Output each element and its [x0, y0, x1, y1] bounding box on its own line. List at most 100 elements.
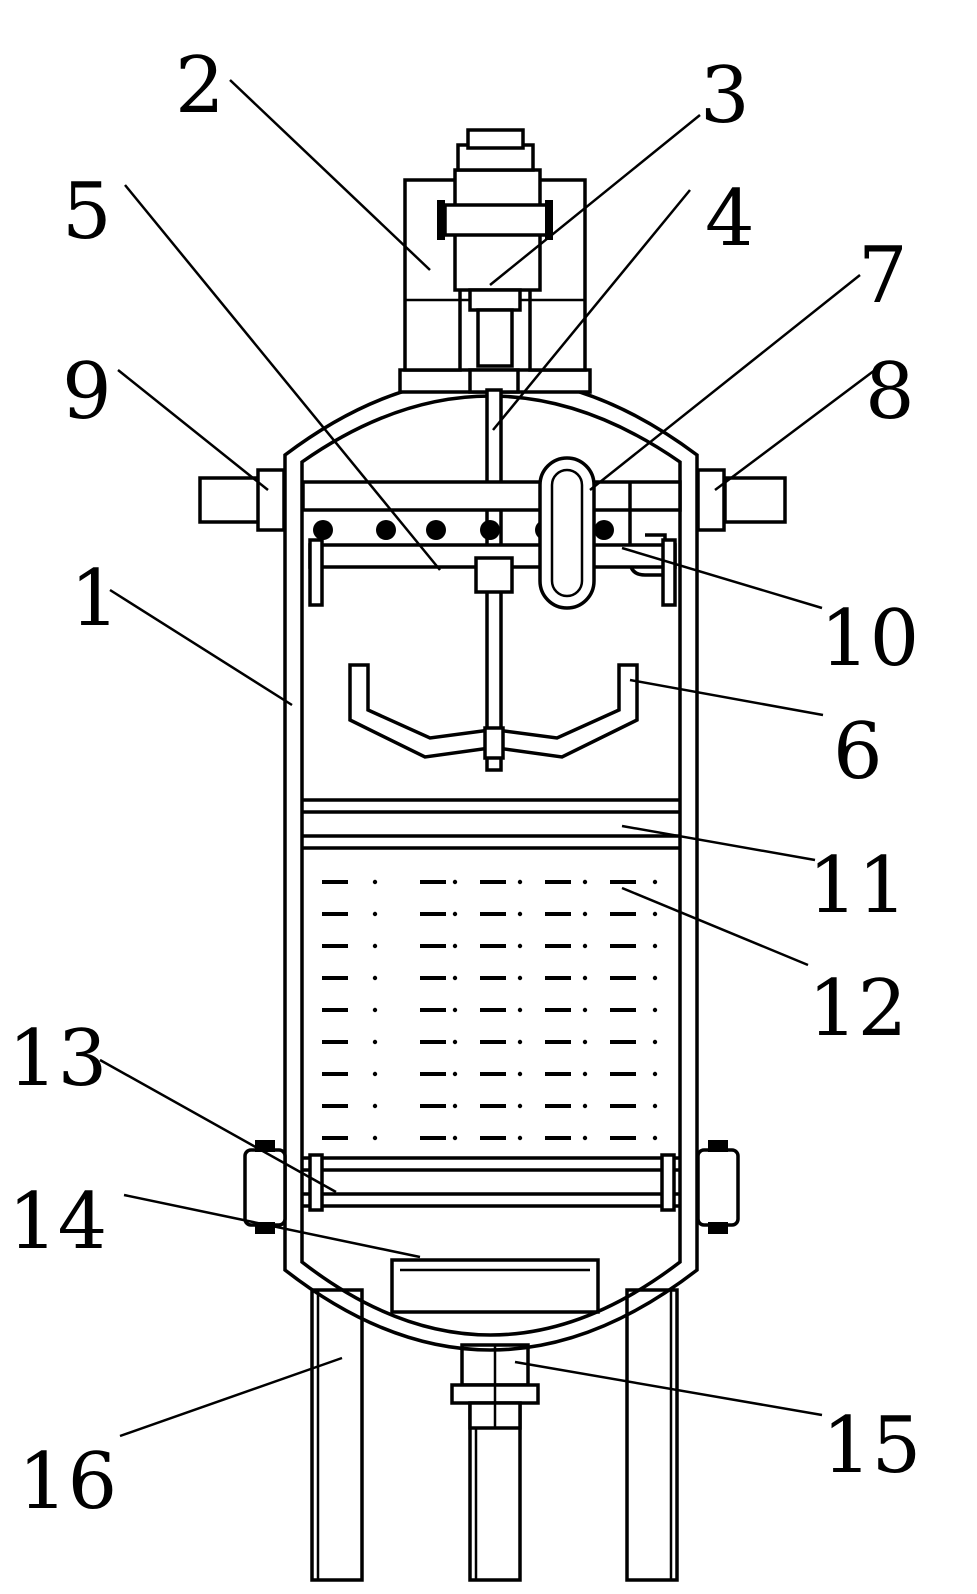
- media-dot: [372, 1071, 378, 1077]
- media-dot: [517, 1103, 523, 1109]
- media-dash: [480, 944, 506, 948]
- label-16: 16: [18, 1437, 117, 1527]
- media-dash: [420, 1136, 446, 1140]
- label-6: 6: [833, 707, 883, 797]
- media-dot: [372, 911, 378, 917]
- media-dot: [652, 1007, 658, 1013]
- discharge-valve: [450, 1343, 540, 1430]
- label-1: 1: [70, 554, 120, 644]
- media-dash: [480, 1072, 506, 1076]
- media-dash: [545, 912, 571, 916]
- label-4: 4: [705, 174, 755, 264]
- media-dot: [652, 1071, 658, 1077]
- media-dot: [452, 1103, 458, 1109]
- media-dash: [610, 1136, 636, 1140]
- media-dash: [322, 1104, 348, 1108]
- right-inlet-pipe: [696, 468, 787, 532]
- upper-filter-plate: [302, 798, 680, 850]
- label-9: 9: [62, 347, 112, 437]
- label-2: 2: [175, 41, 225, 131]
- media-dot: [452, 1039, 458, 1045]
- media-dot: [652, 879, 658, 885]
- media-dot: [517, 879, 523, 885]
- media-dot: [652, 1039, 658, 1045]
- leader-lines: [99, 79, 876, 1438]
- media-dash: [420, 1008, 446, 1012]
- media-dot: [372, 1007, 378, 1013]
- label-11: 11: [808, 841, 907, 931]
- media-dot: [582, 1135, 588, 1141]
- media-dot: [517, 975, 523, 981]
- media-dash: [545, 1072, 571, 1076]
- media-dot: [517, 1135, 523, 1141]
- label-14: 14: [8, 1177, 107, 1267]
- lower-filter-plate: [302, 1153, 680, 1212]
- media-dash: [610, 976, 636, 980]
- media-dot: [582, 911, 588, 917]
- media-dash: [322, 1072, 348, 1076]
- media-dash: [610, 1072, 636, 1076]
- media-dash: [610, 880, 636, 884]
- level-gauge: [538, 456, 596, 610]
- media-dash: [322, 912, 348, 916]
- left-clamp: [243, 1140, 287, 1234]
- media-dot: [517, 1039, 523, 1045]
- media-dash: [610, 944, 636, 948]
- media-dash: [480, 1040, 506, 1044]
- label-7: 7: [858, 231, 908, 321]
- media-dot: [372, 1039, 378, 1045]
- media-dot: [452, 1007, 458, 1013]
- media-dot: [372, 879, 378, 885]
- media-dash: [545, 1008, 571, 1012]
- label-12: 12: [808, 964, 907, 1054]
- media-dot: [517, 943, 523, 949]
- media-dash: [480, 976, 506, 980]
- media-dot: [452, 943, 458, 949]
- media-dot: [652, 943, 658, 949]
- number-labels: 1 2 3 4 5 6 7 8 9 10 11 12 13 14 15 16: [8, 41, 921, 1527]
- media-dash: [610, 1008, 636, 1012]
- media-dot: [652, 1103, 658, 1109]
- label-15: 15: [822, 1401, 921, 1491]
- right-clamp: [696, 1140, 740, 1234]
- media-dot: [372, 975, 378, 981]
- media-dash: [420, 1104, 446, 1108]
- label-10: 10: [820, 594, 919, 684]
- media-dash: [420, 976, 446, 980]
- media-dash: [322, 880, 348, 884]
- media-dash: [322, 1040, 348, 1044]
- stirring-paddle: [348, 663, 639, 760]
- media-dot: [372, 1103, 378, 1109]
- media-dot: [582, 1071, 588, 1077]
- media-dot: [652, 911, 658, 917]
- media-dash: [322, 944, 348, 948]
- media-dash: [610, 1040, 636, 1044]
- media-dash: [420, 1040, 446, 1044]
- media-dot: [372, 943, 378, 949]
- media-dot: [452, 975, 458, 981]
- media-dot: [582, 975, 588, 981]
- label-8: 8: [865, 347, 915, 437]
- media-dash: [545, 1104, 571, 1108]
- collection-tray: [390, 1258, 600, 1314]
- media-dash: [420, 1072, 446, 1076]
- label-13: 13: [8, 1014, 107, 1104]
- media-dot: [452, 911, 458, 917]
- media-dash: [610, 1104, 636, 1108]
- left-inlet-pipe: [198, 468, 286, 532]
- label-3: 3: [700, 51, 750, 141]
- media-dash: [420, 880, 446, 884]
- motor-assembly: [398, 128, 592, 394]
- media-dash: [480, 1008, 506, 1012]
- media-dot: [582, 1007, 588, 1013]
- media-dot: [582, 879, 588, 885]
- media-dash: [545, 976, 571, 980]
- media-dash: [545, 1136, 571, 1140]
- media-dot: [652, 1135, 658, 1141]
- media-dot: [582, 1039, 588, 1045]
- media-dash: [545, 944, 571, 948]
- media-dash: [545, 1040, 571, 1044]
- media-dash: [420, 944, 446, 948]
- media-dash: [480, 880, 506, 884]
- media-dash: [322, 976, 348, 980]
